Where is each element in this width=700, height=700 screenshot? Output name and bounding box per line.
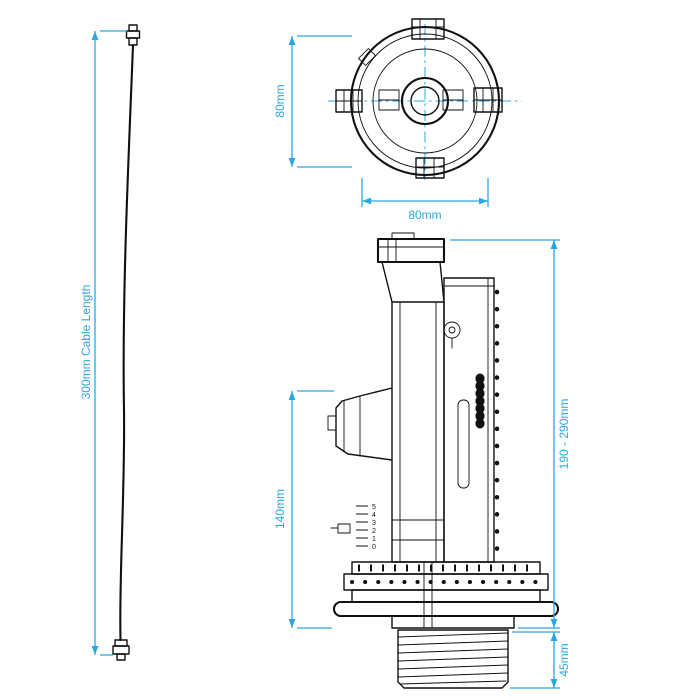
overall-height-dimension: 190 - 290mm [450, 239, 571, 629]
side-body-height-label: 140mm [273, 489, 287, 529]
valve-body [443, 277, 500, 563]
cable-line [119, 43, 135, 642]
rim-clip-detail [358, 48, 376, 66]
top-view [328, 18, 522, 180]
arrowhead-down-icon [550, 679, 558, 688]
side-bracket [327, 387, 393, 461]
cable-top-connector-body [125, 30, 141, 39]
scale-digit: 5 [372, 504, 376, 511]
arrowhead-down-icon [550, 619, 558, 628]
bracket-nub [327, 415, 337, 431]
overall-height-label: 190 - 290mm [557, 399, 571, 470]
top-view-width-dimension: 80mm [361, 178, 489, 222]
arrowhead-up-icon [550, 632, 558, 641]
arrowhead-up-icon [91, 31, 99, 40]
latch-circle [443, 321, 461, 339]
cable-assembly [112, 24, 141, 661]
flange-collar [391, 615, 515, 629]
flange-plate [332, 600, 560, 618]
tab-top [411, 18, 445, 40]
arrowhead-up-icon [288, 36, 296, 45]
arrowhead-down-icon [288, 158, 296, 167]
hub-bore [410, 86, 440, 116]
cable-bottom-connector [112, 639, 130, 661]
mid-ring [372, 48, 478, 154]
arrowhead-left-icon [362, 197, 371, 205]
arrowhead-down-icon [91, 646, 99, 655]
top-view-height-label: 80mm [273, 84, 287, 117]
flange-band [343, 573, 549, 591]
push-button-cap [376, 232, 446, 264]
tab-right [473, 87, 503, 113]
cable-length-label: 300mm Cable Length [79, 285, 93, 400]
thread-line [397, 672, 509, 678]
thread-line [397, 640, 509, 646]
cable-top-connector-ferrule [128, 37, 138, 46]
adjustment-scale: 5 4 3 2 1 0 [356, 504, 376, 551]
adjuster-screw [330, 523, 351, 534]
hub-outer [400, 76, 450, 126]
cap-boss [391, 232, 415, 240]
base-flange [332, 561, 560, 629]
thread-height-dimension: 45mm [510, 631, 571, 689]
thread-section [397, 629, 509, 689]
side-view: 5 4 3 2 1 0 [327, 232, 560, 689]
thread-outline [397, 629, 509, 689]
top-view-height-dimension: 80mm [273, 35, 352, 168]
thread-line [397, 632, 509, 638]
side-body-dimension: 140mm [273, 390, 334, 629]
tab-top-body [411, 18, 445, 40]
thread-line [397, 656, 509, 662]
screw-head [337, 523, 351, 534]
thread-height-label: 45mm [557, 643, 571, 676]
cable-length-dimension: 300mm Cable Length [79, 30, 127, 656]
scale-digit: 1 [372, 536, 376, 543]
scale-digit: 2 [372, 528, 376, 535]
cable-top-connector-tip [128, 24, 138, 32]
flange-layer-top [351, 561, 541, 575]
cable-bottom-connector-body [112, 645, 130, 655]
scale-digit: 4 [372, 512, 376, 519]
scale-digit: 0 [372, 544, 376, 551]
thread-line [399, 680, 507, 685]
thread-line [397, 648, 509, 654]
thread-line [397, 664, 509, 670]
latch-pin [448, 326, 456, 334]
valve-tube [391, 301, 445, 563]
cable-bottom-connector-tip [116, 653, 126, 661]
overflow-slot [457, 399, 470, 489]
flange-layer-mid [351, 589, 541, 603]
tab-left [335, 89, 363, 113]
arrowhead-up-icon [550, 240, 558, 249]
tab-bottom-body [415, 157, 445, 179]
top-view-width-label: 80mm [408, 208, 441, 222]
neck-left-line [381, 261, 393, 303]
scale-digit: 3 [372, 520, 376, 527]
cable-top-connector [125, 24, 141, 46]
arrowhead-up-icon [288, 391, 296, 400]
arrowhead-down-icon [288, 619, 296, 628]
tab-bottom [415, 157, 445, 179]
arrowhead-right-icon [479, 197, 488, 205]
